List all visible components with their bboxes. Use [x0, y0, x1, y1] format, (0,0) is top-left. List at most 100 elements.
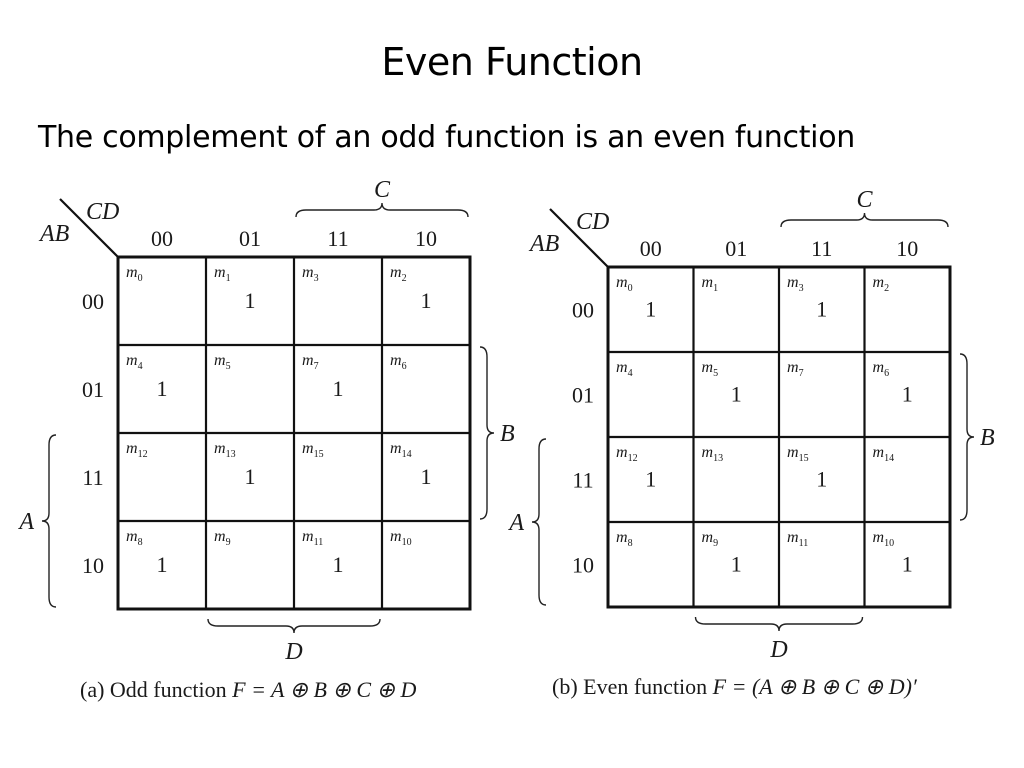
kmap-corner-diagonal	[549, 208, 609, 268]
brace-label-top: C	[374, 177, 391, 203]
minterm-index: 0	[628, 283, 633, 294]
col-var-label: CD	[576, 209, 609, 235]
kmap-cell: m5	[214, 352, 231, 372]
minterm-label: m12	[126, 440, 148, 460]
kmap-cell: m2	[873, 274, 890, 294]
row-code-label: 11	[82, 465, 103, 490]
col-code-label: 01	[725, 236, 747, 261]
kmap-cell: m7 1	[302, 352, 344, 401]
minterm-label: m11	[302, 528, 323, 548]
row-var-label: AB	[38, 221, 70, 247]
caption-formula: F = (A ⊕ B ⊕ C ⊕ D)′	[712, 674, 918, 699]
minterm-label: m11	[787, 529, 808, 549]
minterm-index: 5	[713, 368, 718, 379]
minterm-label: m6	[873, 359, 890, 379]
minterm-label: m15	[302, 440, 324, 460]
minterm-label: m1	[702, 274, 719, 294]
minterm-label: m8	[616, 529, 633, 549]
kmap-caption: (a) Odd function F = A ⊕ B ⊕ C ⊕ D	[80, 677, 416, 702]
col-code-label: 00	[151, 226, 173, 251]
kmap-grid	[606, 265, 952, 609]
brace-label-left: A	[507, 510, 524, 536]
row-code-label: 01	[82, 377, 104, 402]
minterm-index: 10	[402, 537, 412, 548]
minterm-label: m5	[214, 352, 231, 372]
kmap-caption: (b) Even function F = (A ⊕ B ⊕ C ⊕ D)′	[552, 674, 918, 699]
brace-label-top: C	[856, 187, 873, 213]
minterm-label: m7	[302, 352, 319, 372]
col-code-label: 10	[896, 236, 918, 261]
minterm-index: 9	[713, 538, 718, 549]
minterm-index: 14	[402, 449, 412, 460]
minterm-index: 1	[713, 283, 718, 294]
minterm-label: m3	[302, 264, 319, 284]
kmap-grid	[116, 255, 472, 611]
row-var-label: AB	[528, 231, 560, 257]
minterm-label: m14	[390, 440, 412, 460]
caption-formula: F = A ⊕ B ⊕ C ⊕ D	[231, 677, 416, 702]
minterm-label: m9	[214, 528, 231, 548]
cell-value: 1	[157, 552, 168, 577]
minterm-index: 3	[799, 283, 804, 294]
cell-value: 1	[333, 552, 344, 577]
minterm-index: 8	[628, 538, 633, 549]
kmap-cell: m12	[126, 440, 148, 460]
cell-value: 1	[157, 376, 168, 401]
caption-prefix: (b) Even function	[552, 674, 713, 699]
minterm-index: 14	[884, 453, 894, 464]
col-code-label: 01	[239, 226, 261, 251]
cell-value: 1	[245, 288, 256, 313]
minterm-index: 4	[138, 361, 143, 372]
col-var-label: CD	[86, 199, 119, 225]
kmap-cell: m6	[390, 352, 407, 372]
brace-right	[479, 346, 495, 520]
minterm-index: 5	[226, 361, 231, 372]
brace-label-left: A	[17, 509, 34, 535]
minterm-label: m0	[126, 264, 143, 284]
row-code-label: 10	[82, 553, 104, 578]
kmap-cell: m15	[302, 440, 324, 460]
kmap-cell: m0	[126, 264, 143, 284]
cell-value: 1	[902, 381, 913, 406]
cell-value: 1	[816, 296, 827, 321]
minterm-label: m3	[787, 274, 804, 294]
kmap-cell: m4 1	[126, 352, 168, 401]
row-code-label: 01	[572, 383, 594, 408]
minterm-index: 13	[226, 449, 236, 460]
cell-value: 1	[902, 551, 913, 576]
brace-left	[531, 438, 547, 606]
col-code-label: 11	[327, 226, 348, 251]
minterm-label: m2	[873, 274, 890, 294]
minterm-label: m6	[390, 352, 407, 372]
brace-bottom	[694, 616, 864, 632]
kmap-cell: m6 1	[873, 359, 913, 406]
minterm-label: m2	[390, 264, 407, 284]
minterm-index: 9	[226, 537, 231, 548]
minterm-label: m7	[787, 359, 804, 379]
minterm-label: m0	[616, 274, 633, 294]
minterm-index: 7	[314, 361, 319, 372]
minterm-label: m15	[787, 444, 809, 464]
cell-value: 1	[333, 376, 344, 401]
minterm-label: m4	[126, 352, 143, 372]
brace-top	[780, 212, 949, 228]
row-code-label: 11	[572, 468, 593, 493]
brace-top	[295, 202, 469, 218]
kmap-corner-diagonal	[59, 198, 119, 258]
minterm-index: 1	[226, 273, 231, 284]
brace-label-right: B	[980, 425, 995, 451]
kmap-cell: m8	[616, 529, 633, 549]
kmap-cell: m11 1	[302, 528, 344, 577]
slide-title: Even Function	[381, 40, 643, 84]
cell-value: 1	[245, 464, 256, 489]
minterm-index: 3	[314, 273, 319, 284]
kmap-cell: m11	[787, 529, 808, 549]
slide-body-text: The complement of an odd function is an …	[38, 120, 855, 155]
kmap-cell: m91	[702, 529, 742, 576]
caption-prefix: (a) Odd function	[80, 677, 232, 702]
